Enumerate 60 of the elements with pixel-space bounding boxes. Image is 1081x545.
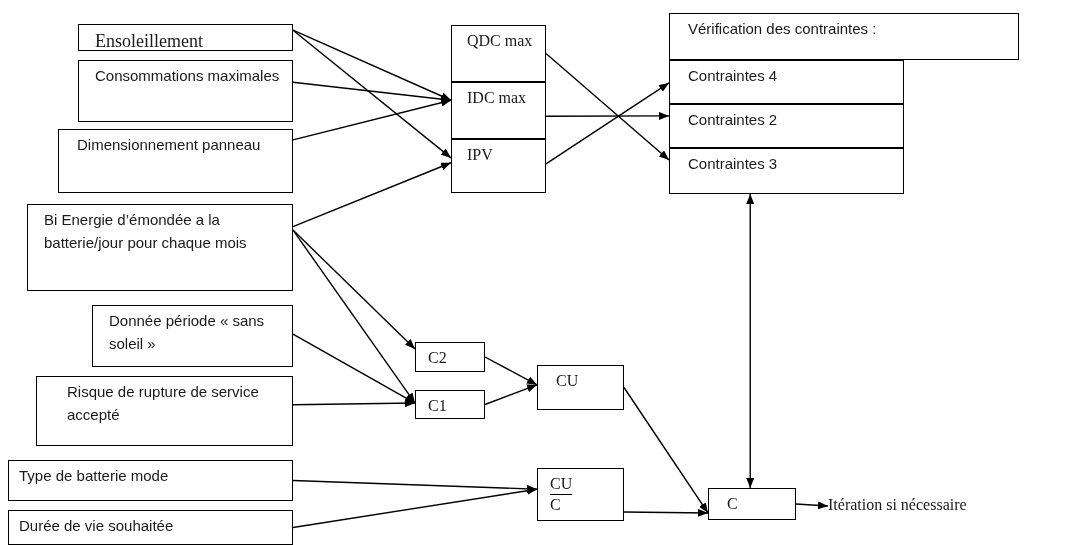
process-box — [451, 139, 546, 193]
box-text: IDC max — [467, 88, 528, 108]
box-text: C2 — [428, 348, 448, 368]
arrow — [623, 386, 709, 514]
box-text: CU — [556, 371, 580, 391]
process-box — [78, 60, 293, 122]
process-box — [27, 204, 293, 291]
process-box — [537, 365, 624, 410]
box-text: Contraintes 2 — [688, 110, 779, 130]
box-text: Contraintes 4 — [688, 66, 779, 86]
arrow — [484, 356, 538, 386]
box-text: Itération si nécessaire — [828, 495, 968, 515]
process-box — [8, 510, 293, 545]
process-box — [451, 82, 546, 139]
arrow — [795, 501, 829, 510]
process-box — [537, 468, 624, 521]
box-text: Bi Energie d’émondée a la batterie/jour pour chaque mois — [44, 210, 248, 254]
process-box — [415, 342, 485, 372]
arrow — [292, 98, 452, 141]
box-text: Contraintes 3 — [688, 154, 779, 174]
arrow — [292, 479, 538, 493]
box-text: Type de batterie mode — [19, 466, 170, 486]
box-text: Consommations maximales — [95, 66, 281, 86]
arrow — [545, 52, 670, 161]
process-box — [92, 305, 293, 367]
arrow — [484, 384, 538, 406]
arrow — [292, 229, 416, 404]
box-text: Risque de rupture de service accepté — [67, 382, 260, 426]
box-text: Vérification des contraintes : — [688, 19, 878, 39]
box-text: Ensoleillement — [95, 30, 204, 53]
arrow — [746, 193, 755, 489]
arrow — [292, 29, 452, 101]
box-text: CU — [550, 474, 573, 495]
process-box — [451, 25, 546, 82]
process-box — [669, 104, 904, 148]
process-box — [669, 148, 904, 194]
arrow — [292, 399, 416, 408]
arrow — [545, 82, 670, 165]
process-box — [36, 376, 293, 446]
arrow — [292, 333, 416, 404]
process-box — [415, 390, 485, 419]
box-text: QDC max — [467, 31, 534, 51]
process-box — [708, 488, 796, 520]
arrow — [292, 486, 538, 529]
process-box — [669, 60, 904, 104]
box-text: C — [550, 495, 561, 515]
box-text: Donnée période « sans soleil » — [109, 311, 266, 355]
process-box — [58, 129, 293, 193]
box-text: IPV — [467, 145, 494, 165]
arrow — [292, 162, 452, 228]
arrow — [623, 508, 709, 517]
arrow — [292, 29, 452, 159]
process-box — [78, 24, 293, 51]
box-text: Durée de vie souhaitée — [19, 516, 175, 536]
box-text: C — [727, 494, 739, 514]
process-box — [8, 460, 293, 501]
box-text: Dimensionnement panneau — [77, 135, 262, 155]
arrow — [545, 111, 670, 120]
box-text: C1 — [428, 396, 448, 416]
process-box — [669, 13, 1019, 60]
